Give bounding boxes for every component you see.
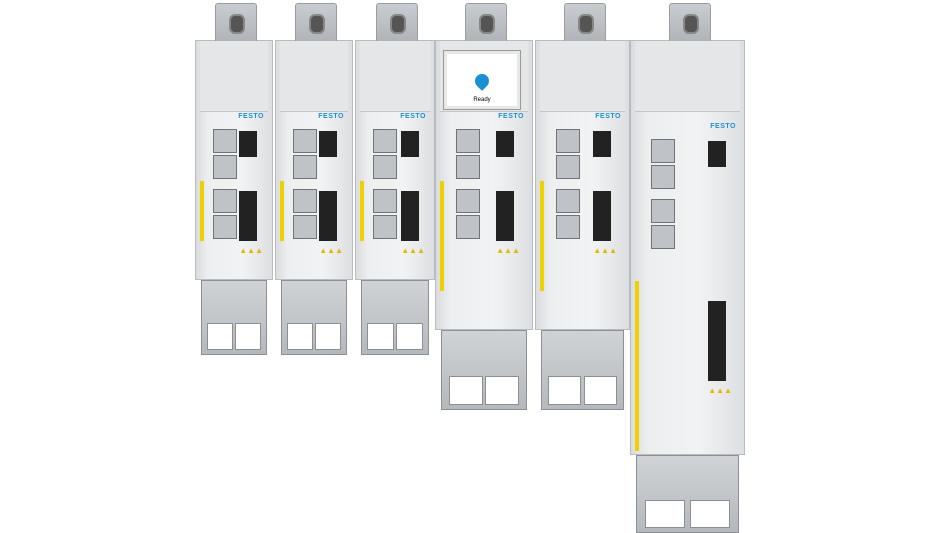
shield-clamp-bracket	[361, 280, 429, 355]
ethernet-port[interactable]	[213, 129, 237, 153]
brand-logo: FESTO	[710, 123, 736, 130]
ethernet-port[interactable]	[373, 155, 397, 179]
ethernet-port[interactable]	[651, 225, 675, 249]
display-status: Ready	[473, 97, 491, 103]
ethernet-port[interactable]	[373, 215, 397, 239]
warning-icons: ▲▲▲	[708, 386, 732, 395]
ethernet-port[interactable]	[456, 155, 480, 179]
io-connector[interactable]	[593, 131, 611, 157]
warning-icons: ▲▲▲	[593, 246, 617, 255]
brand-logo: FESTO	[400, 113, 426, 120]
ethernet-port[interactable]	[456, 189, 480, 213]
shield-clamp-bracket	[281, 280, 347, 355]
warning-icons: ▲▲▲	[401, 246, 425, 255]
power-connector[interactable]	[593, 191, 611, 241]
top-cover	[635, 41, 740, 112]
ethernet-port[interactable]	[456, 215, 480, 239]
mounting-tab	[295, 3, 337, 45]
ethernet-port[interactable]	[556, 189, 580, 213]
warning-icons: ▲▲▲	[319, 246, 343, 255]
mounting-tab	[376, 3, 418, 45]
brand-logo: FESTO	[498, 113, 524, 120]
ethernet-port[interactable]	[456, 129, 480, 153]
power-connector[interactable]	[708, 301, 726, 381]
ethernet-port[interactable]	[293, 155, 317, 179]
safety-stripe	[280, 181, 284, 241]
safety-stripe	[540, 181, 544, 291]
power-connector[interactable]	[239, 191, 257, 241]
ethernet-port[interactable]	[373, 129, 397, 153]
shield-clamp-bracket	[541, 330, 624, 410]
io-connector[interactable]	[401, 131, 419, 157]
drop-icon	[472, 71, 492, 91]
ethernet-port[interactable]	[373, 189, 397, 213]
drive-module: FESTO ▲▲▲	[275, 3, 353, 280]
io-connector[interactable]	[239, 131, 257, 157]
brand-logo: FESTO	[318, 113, 344, 120]
safety-stripe	[360, 181, 364, 241]
shield-clamp-bracket	[636, 455, 739, 533]
io-connector[interactable]	[319, 131, 337, 157]
power-connector[interactable]	[496, 191, 514, 241]
power-connector[interactable]	[401, 191, 419, 241]
ethernet-port[interactable]	[651, 165, 675, 189]
ethernet-port[interactable]	[651, 199, 675, 223]
shield-clamp-bracket	[201, 280, 267, 355]
safety-stripe	[440, 181, 444, 291]
ethernet-port[interactable]	[213, 215, 237, 239]
io-connector[interactable]	[708, 141, 726, 167]
ethernet-port[interactable]	[556, 155, 580, 179]
drive-module: FESTO ▲▲▲	[535, 3, 630, 330]
drive-module: FESTO ▲▲▲	[630, 3, 745, 455]
drive-module: FESTO ▲▲▲	[195, 3, 273, 280]
power-connector[interactable]	[319, 191, 337, 241]
safety-stripe	[200, 181, 204, 241]
ethernet-port[interactable]	[651, 139, 675, 163]
brand-logo: FESTO	[595, 113, 621, 120]
drive-module: FESTO ▲▲▲	[355, 3, 435, 280]
status-display: Ready	[443, 50, 521, 110]
mounting-tab	[563, 3, 606, 45]
shield-clamp-bracket	[441, 330, 527, 410]
safety-stripe	[635, 281, 639, 451]
top-cover	[360, 41, 430, 112]
top-cover	[280, 41, 348, 112]
ethernet-port[interactable]	[293, 215, 317, 239]
top-cover	[200, 41, 268, 112]
ethernet-port[interactable]	[213, 189, 237, 213]
mounting-tab	[215, 3, 257, 45]
brand-logo: FESTO	[238, 113, 264, 120]
top-cover	[540, 41, 625, 112]
mounting-tab	[668, 3, 711, 45]
ethernet-port[interactable]	[213, 155, 237, 179]
ethernet-port[interactable]	[556, 215, 580, 239]
ethernet-port[interactable]	[556, 129, 580, 153]
warning-icons: ▲▲▲	[239, 246, 263, 255]
warning-icons: ▲▲▲	[496, 246, 520, 255]
io-connector[interactable]	[496, 131, 514, 157]
ethernet-port[interactable]	[293, 129, 317, 153]
ethernet-port[interactable]	[293, 189, 317, 213]
mounting-tab	[465, 3, 507, 45]
